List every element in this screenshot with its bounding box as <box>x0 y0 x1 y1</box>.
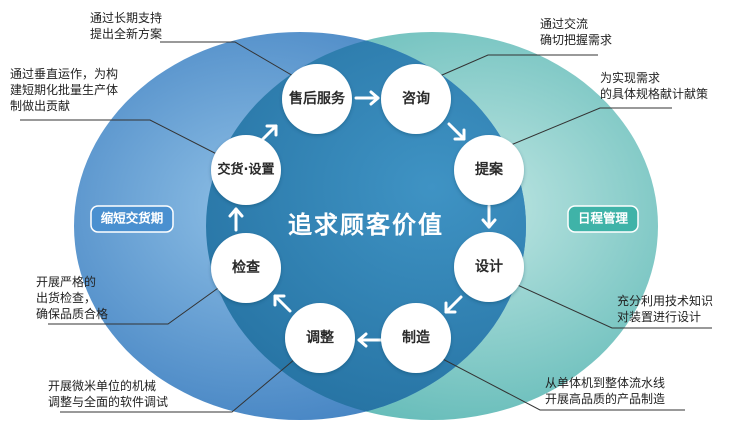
cycle-arrows <box>228 90 497 348</box>
node-proposal-label: 提案 <box>475 161 504 178</box>
note-consult: 通过交流 确切把握需求 <box>540 17 613 47</box>
left-badge-label: 缩短交货期 <box>101 211 164 226</box>
node-delivery: 交货·设置 <box>211 135 281 205</box>
arrow-consult-to-proposal <box>447 122 466 141</box>
node-manufacture: 制造 <box>381 303 451 373</box>
note-inspect: 开展严格的 出货检查， 确保品质合格 <box>36 275 109 321</box>
note-after-sales: 通过长期支持 提出全新方案 <box>90 11 163 41</box>
node-design: 设计 <box>454 232 524 302</box>
arrow-inspect-to-delivery <box>228 207 244 232</box>
note-manufacture: 从单体机到整体流水线 开展高品质的产品制造 <box>545 376 666 406</box>
note-design: 充分利用技术知识 对装置进行设计 <box>617 294 714 324</box>
left-badge: 缩短交货期 <box>90 205 174 233</box>
right-badge: 日程管理 <box>567 205 639 233</box>
center-title: 追求顾客价值 <box>288 211 444 239</box>
node-adjust-label: 调整 <box>306 329 335 346</box>
arrow-after-sales-to-consult <box>354 90 380 106</box>
note-proposal: 为实现需求 的具体规格献计献策 <box>600 71 709 101</box>
note-delivery: 通过垂直运作，为构 建短期化批量生产体 制做出贡献 <box>10 67 119 113</box>
node-inspect: 检查 <box>211 233 281 303</box>
node-proposal: 提案 <box>454 135 524 205</box>
node-inspect-label: 检查 <box>232 259 261 276</box>
node-after-sales: 售后服务 <box>282 64 352 134</box>
right-badge-label: 日程管理 <box>578 211 629 226</box>
arrow-manufacture-to-adjust <box>357 332 383 348</box>
leader-lines <box>20 41 712 413</box>
node-consult: 咨询 <box>381 64 451 134</box>
arrow-delivery-to-after-sales <box>259 124 278 143</box>
node-delivery-label: 交货·设置 <box>218 162 275 178</box>
arrow-proposal-to-design <box>481 204 497 229</box>
node-design-label: 设计 <box>475 258 503 275</box>
node-consult-label: 咨询 <box>402 90 430 107</box>
node-adjust: 调整 <box>285 303 355 373</box>
node-after-sales-label: 售后服务 <box>288 90 346 107</box>
arrow-design-to-manufacture <box>444 295 463 314</box>
node-manufacture-label: 制造 <box>402 329 430 346</box>
note-adjust: 开展微米单位的机械 调整与全面的软件调试 <box>48 379 169 409</box>
arrow-adjust-to-inspect <box>273 294 292 313</box>
